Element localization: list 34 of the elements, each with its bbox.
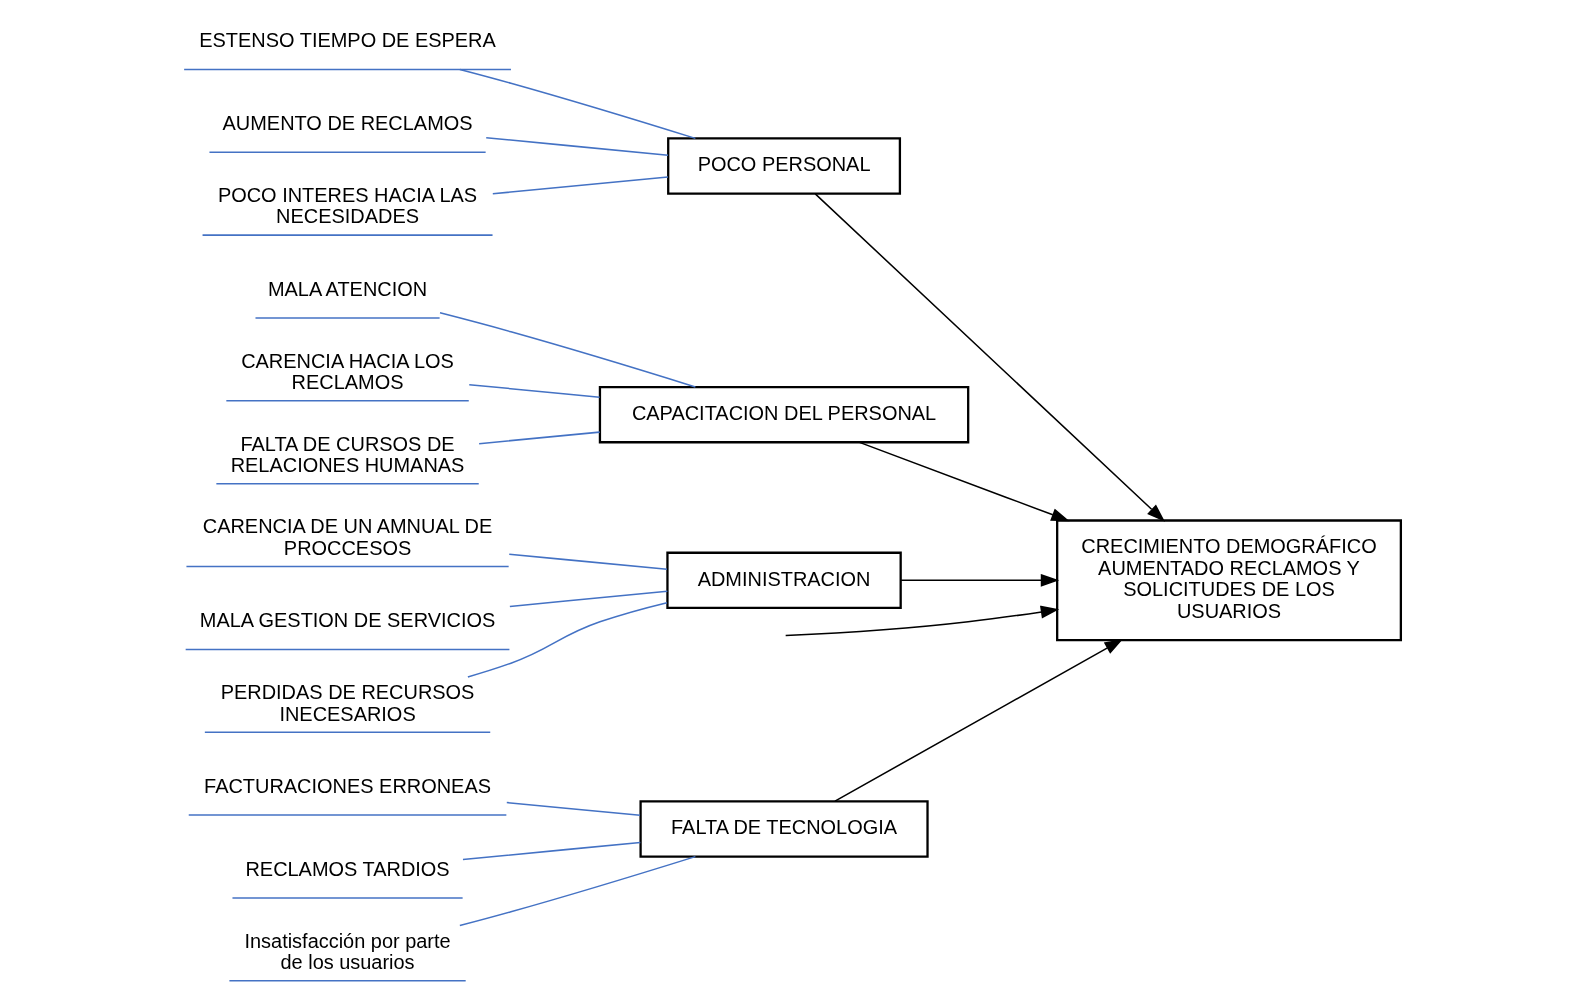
node-text: CARENCIA HACIA LOS RECLAMOS — [241, 349, 454, 394]
node-box: POCO PERSONAL — [667, 137, 902, 195]
connector — [478, 431, 601, 445]
connector — [459, 68, 697, 140]
connector — [468, 383, 601, 398]
connector — [462, 841, 642, 861]
connector — [492, 176, 669, 195]
node-box: FALTA DE TECNOLOGIA — [639, 800, 929, 858]
arrow — [834, 639, 1124, 802]
node-text: CARENCIA DE UN AMNUAL DE PROCCESOS — [202, 515, 493, 559]
arrow — [858, 441, 1070, 522]
connector — [509, 590, 669, 608]
node-text: Insatisfacción por parte de los usuarios — [244, 929, 451, 974]
connector — [439, 312, 697, 388]
node-text: PERDIDAS DE RECURSOS INECESARIOS — [220, 681, 475, 725]
connector — [467, 601, 668, 678]
node-text: FALTA DE CURSOS DE RELACIONES HUMANAS — [230, 432, 465, 477]
connector — [508, 553, 668, 571]
arrow — [900, 573, 1060, 587]
node-text: MALA GESTION DE SERVICIOS — [199, 609, 496, 631]
node-text: RECLAMOS TARDIOS — [245, 857, 450, 880]
connector — [459, 855, 697, 927]
connector — [485, 137, 669, 156]
node-text: ESTENSO TIEMPO DE ESPERA — [199, 29, 496, 52]
node-box: ADMINISTRACION — [666, 551, 902, 610]
node-box: CAPACITACION DEL PERSONAL — [598, 385, 970, 444]
node-text: AUMENTO DE RECLAMOS — [222, 111, 473, 134]
node-text: FACTURACIONES ERRONEAS — [204, 774, 492, 797]
node-text: MALA ATENCION — [267, 277, 428, 300]
arrow — [784, 605, 1060, 637]
node-text: POCO INTERES HACIA LAS NECESIDADES — [217, 183, 478, 228]
node-box: CRECIMIENTO DEMOGRÁFICO AUMENTADO RECLAMOS Y SOLICITUDES DE LOS USUARIOS — [1056, 519, 1402, 642]
arrow — [814, 193, 1165, 522]
connector — [506, 801, 641, 817]
